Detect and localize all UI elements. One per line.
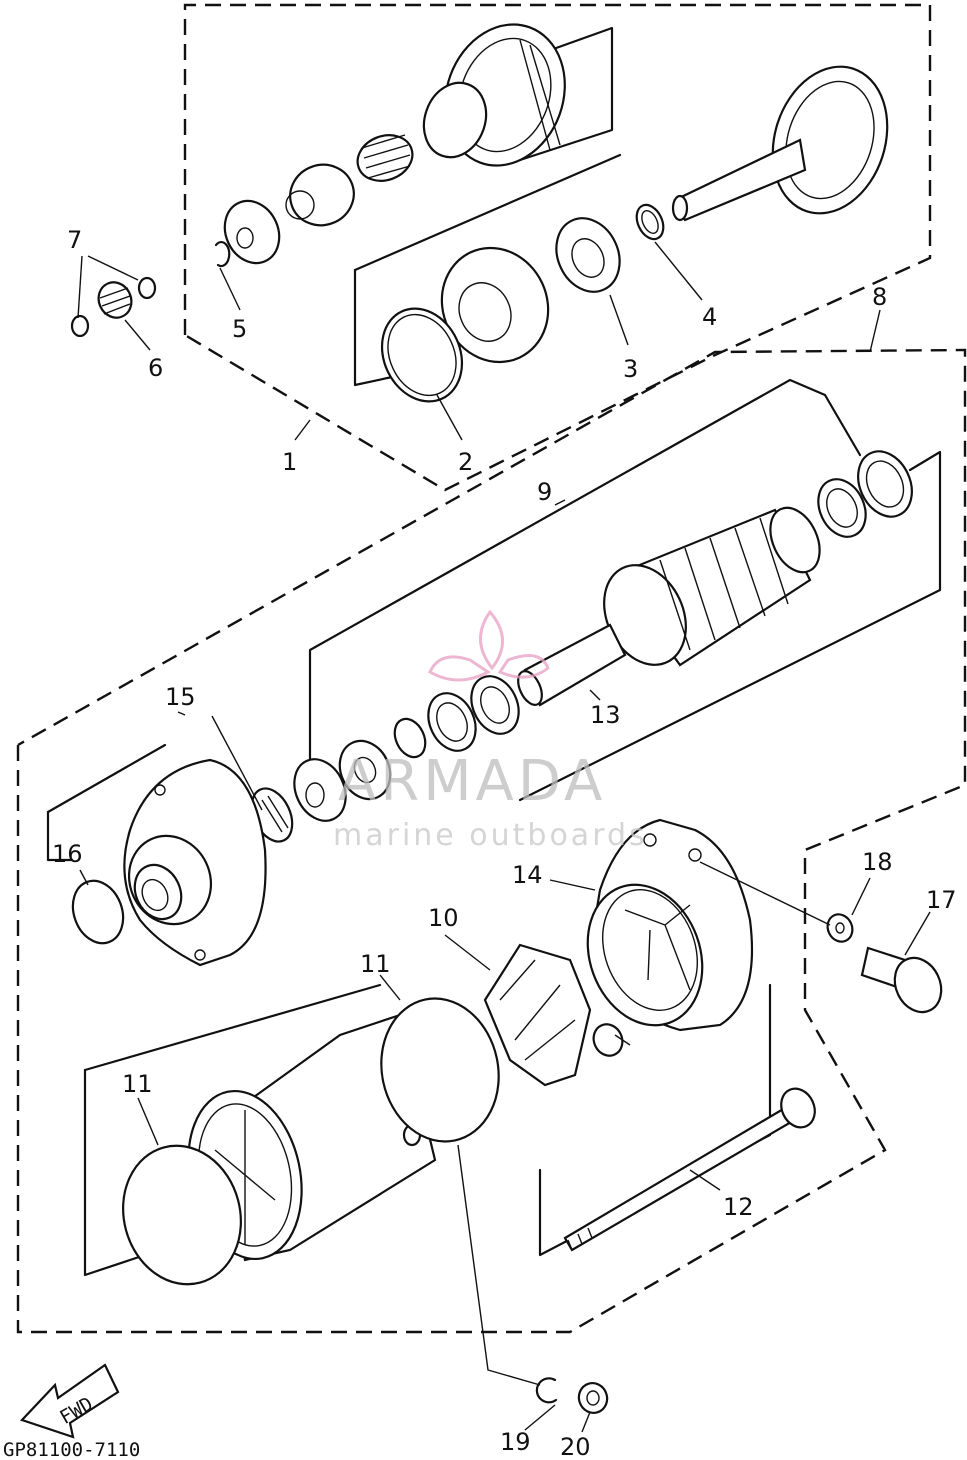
washer-set-lower <box>250 675 520 843</box>
callout-11-lower: 11 <box>122 1070 153 1098</box>
through-bolt-12 <box>563 1087 816 1252</box>
callout-8: 8 <box>872 283 887 311</box>
rear-cover-14 <box>586 818 754 1032</box>
brush-holder-10 <box>483 943 631 1087</box>
callout-3: 3 <box>623 355 638 383</box>
gasket-11-lower <box>122 1144 242 1286</box>
lotus-logo-icon <box>428 609 550 682</box>
leader-lines <box>77 241 931 1433</box>
washer-2 <box>380 307 464 403</box>
watermark-brand: ARMADA <box>338 749 606 814</box>
drive-shaft-gear <box>671 65 889 222</box>
o-ring-16 <box>71 879 125 945</box>
spring <box>356 134 414 182</box>
collar <box>285 163 355 227</box>
callout-6: 6 <box>148 354 163 382</box>
callout-14: 14 <box>512 861 543 889</box>
callout-9: 9 <box>537 478 552 506</box>
bolt-17 <box>860 946 943 1014</box>
callout-1: 1 <box>282 448 297 476</box>
lockwasher-19 <box>535 1377 558 1404</box>
assembly-group-1-outline <box>183 3 932 492</box>
callout-15: 15 <box>165 683 196 711</box>
washer-18 <box>826 913 854 943</box>
callout-labels: 1 2 3 4 5 6 7 8 9 10 11 11 12 13 14 15 1… <box>52 226 957 1460</box>
stopper-ring <box>223 199 281 265</box>
watermark-tagline: marine outboards <box>333 818 648 853</box>
forward-direction-arrow: FWD <box>20 1363 120 1439</box>
callout-12: 12 <box>723 1193 754 1221</box>
callout-11-upper: 11 <box>360 950 391 978</box>
callout-16: 16 <box>52 840 83 868</box>
callout-19: 19 <box>500 1428 531 1456</box>
callout-20: 20 <box>560 1433 591 1460</box>
callout-4: 4 <box>702 303 717 331</box>
nut-20 <box>577 1382 609 1414</box>
assembly-group-8-outline <box>16 348 967 1334</box>
spring-6-set <box>70 276 157 338</box>
circlip-4 <box>635 203 665 241</box>
brand-watermark: ARMADA marine outboards <box>333 609 648 853</box>
callout-13: 13 <box>590 701 621 729</box>
retainer-3 <box>555 217 621 293</box>
drawing-code: GP81100-7110 <box>3 1439 140 1460</box>
front-bracket-15 <box>123 758 267 967</box>
armature-13 <box>517 506 821 707</box>
circlip-5 <box>214 240 231 268</box>
pinion-clutch-gear <box>422 23 566 167</box>
callout-18: 18 <box>862 848 893 876</box>
callout-2: 2 <box>458 448 473 476</box>
callout-7: 7 <box>67 226 82 254</box>
callout-5: 5 <box>232 315 247 343</box>
washer-set-9 <box>817 450 913 538</box>
callout-10: 10 <box>428 904 459 932</box>
callout-17: 17 <box>926 886 957 914</box>
bracket-lines <box>46 26 942 1277</box>
